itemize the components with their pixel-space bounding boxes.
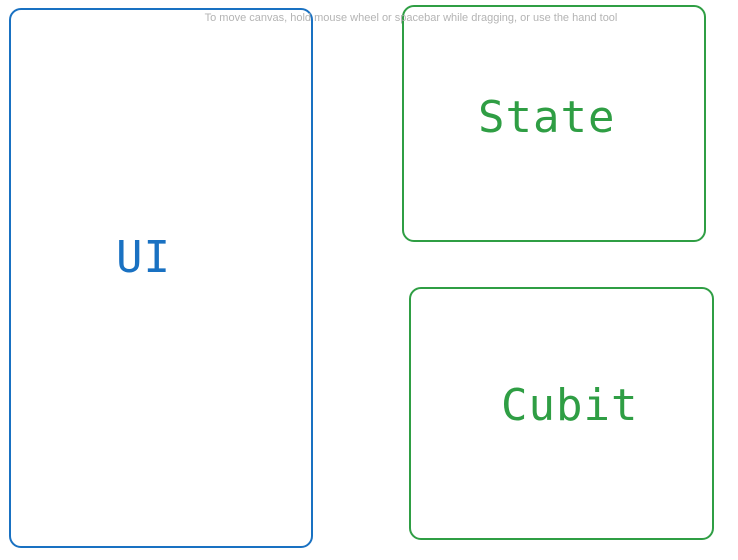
ui-rectangle[interactable] xyxy=(9,8,313,548)
cubit-rectangle[interactable] xyxy=(409,287,714,540)
state-rectangle[interactable] xyxy=(402,5,706,242)
